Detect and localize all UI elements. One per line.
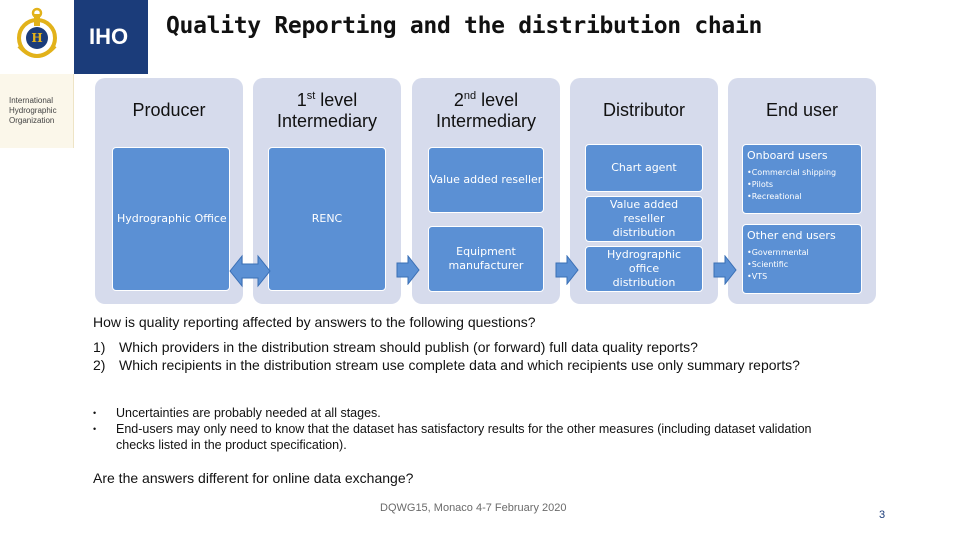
question-list: 1) Which providers in the distribution s… (93, 338, 849, 374)
list-item: • Uncertainties are probably needed at a… (93, 405, 846, 421)
column-heading: 2nd level Intermediary (412, 90, 560, 132)
group-title: Other end users (747, 229, 836, 242)
box-label: Equipment manufacturer (448, 245, 524, 272)
group-item: •Scientific (747, 260, 789, 269)
double-arrow-icon (229, 254, 271, 288)
column-1st-level-intermediary: 1st level Intermediary RENC (253, 78, 401, 304)
iho-logo: H International Hydrographic Organizatio… (0, 0, 74, 148)
right-arrow-icon (555, 255, 579, 285)
logo-name-area (0, 74, 74, 148)
group-item: •Pilots (747, 180, 774, 189)
heading-ordinal: st (306, 90, 316, 102)
column-heading: Producer (132, 100, 206, 120)
heading-text: Intermediary (276, 111, 378, 131)
right-arrow-icon (713, 255, 737, 285)
box-label: RENC (311, 212, 343, 225)
iho-emblem-icon: H (17, 7, 57, 58)
slide-title: Quality Reporting and the distribution c… (166, 13, 763, 39)
box-renc: RENC (268, 147, 386, 291)
group-item: •VTS (747, 272, 768, 281)
bullet-list: • Uncertainties are probably needed at a… (93, 405, 846, 453)
question-intro: How is quality reporting affected by ans… (93, 314, 536, 330)
column-heading: End user (765, 100, 839, 120)
group-item: •Governmental (747, 248, 809, 257)
box-label: Hydrographic Office (117, 212, 227, 225)
list-text: Uncertainties are probably needed at all… (116, 406, 381, 420)
box-label: Value added reseller distribution (609, 198, 679, 239)
heading-text: Intermediary (435, 111, 537, 131)
list-number: 2) (93, 357, 106, 373)
iho-brand-band (74, 0, 148, 74)
list-text: End-users may only need to know that the… (116, 422, 812, 452)
box-label: Value added reseller (429, 173, 543, 186)
box-value-added-reseller: Value added reseller (428, 147, 544, 213)
list-text: Which recipients in the distribution str… (119, 357, 800, 373)
heading-text: level (315, 90, 358, 110)
closing-question: Are the answers different for online dat… (93, 470, 414, 486)
heading-text: level (476, 90, 519, 110)
org-name-line: International (9, 96, 54, 105)
group-item: •Recreational (747, 192, 802, 201)
box-equipment-manufacturer: Equipment manufacturer (428, 226, 544, 292)
group-title: Onboard users (747, 149, 828, 162)
group-item: •Commercial shipping (747, 168, 837, 177)
list-item: 1) Which providers in the distribution s… (93, 338, 849, 356)
organization-name: International Hydrographic Organization (9, 96, 69, 126)
list-item: 2) Which recipients in the distribution … (93, 356, 849, 374)
column-2nd-level-intermediary: 2nd level Intermediary Value added resel… (412, 78, 560, 304)
bullet-icon: • (93, 408, 97, 418)
bullet-icon: • (93, 424, 97, 434)
org-name-line: Organization (9, 116, 55, 125)
heading-number: 1 (296, 90, 307, 110)
heading-ordinal: nd (463, 90, 477, 102)
list-text: Which providers in the distribution stre… (119, 339, 698, 355)
page-number: 3 (879, 509, 886, 521)
column-heading: 1st level Intermediary (253, 90, 401, 132)
column-end-user: End user Onboard users •Commercial shipp… (728, 78, 876, 304)
box-chart-agent: Chart agent (585, 144, 703, 192)
logo-emblem-area: H (0, 0, 74, 74)
box-hydrographic-office-distribution: Hydrographic office distribution (585, 246, 703, 292)
group-other-end-users: Other end users •Governmental •Scientifi… (742, 224, 862, 294)
heading-number: 2 (453, 90, 464, 110)
iho-brand-text: IHO (89, 24, 129, 49)
footer-text: DQWG15, Monaco 4-7 February 2020 (380, 502, 567, 514)
box-value-added-reseller-distribution: Value added reseller distribution (585, 196, 703, 242)
box-hydrographic-office: Hydrographic Office (112, 147, 230, 291)
column-distributor: Distributor Chart agent Value added rese… (570, 78, 718, 304)
right-arrow-icon (396, 255, 420, 285)
box-label: Chart agent (611, 161, 677, 174)
list-item: • End-users may only need to know that t… (93, 421, 846, 453)
group-onboard-users: Onboard users •Commercial shipping •Pilo… (742, 144, 862, 214)
column-producer: Producer Hydrographic Office (95, 78, 243, 304)
org-name-line: Hydrographic (9, 106, 57, 115)
box-label: Hydrographic office distribution (606, 248, 682, 289)
list-number: 1) (93, 339, 106, 355)
svg-text:H: H (31, 31, 42, 45)
column-heading: Distributor (602, 100, 686, 120)
